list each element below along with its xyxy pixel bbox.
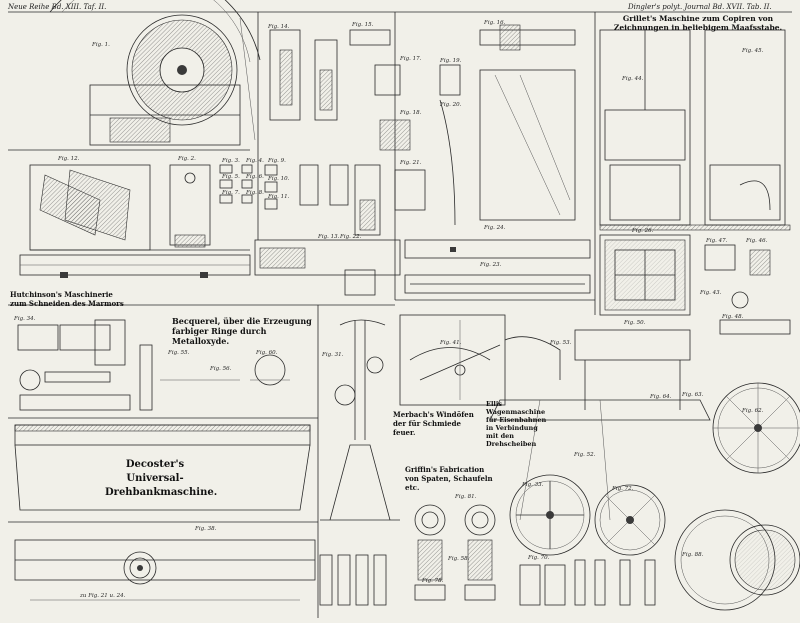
fig-label: Fig. 19. bbox=[440, 58, 462, 64]
fig-label: Fig. 63. bbox=[682, 392, 704, 398]
fig-label: Fig. 81. bbox=[455, 494, 477, 500]
fig-label: Fig. 26. bbox=[632, 228, 654, 234]
fig-label: Fig. 2. bbox=[178, 156, 196, 162]
fig-label: Fig. 22. bbox=[340, 234, 362, 240]
fig55-fig60-rings bbox=[139, 344, 290, 411]
title-merbach: Merbach's Windöfen der für Schmiede feue… bbox=[393, 410, 474, 437]
fig-label: Fig. 20. bbox=[440, 102, 462, 108]
fig-label: Fig. 3. bbox=[222, 158, 240, 164]
header-right: Dingler's polyt. Journal Bd. XVII. Tab. … bbox=[628, 3, 772, 11]
fig-label: Fig. 41. bbox=[440, 340, 462, 346]
fig-label: Fig. 50. bbox=[624, 320, 646, 326]
fig38-lathe-side bbox=[14, 539, 316, 601]
fig12-marble-saw bbox=[19, 164, 251, 278]
fig-label: Fig. 43. bbox=[700, 290, 722, 296]
fig-label: Fig. 15. bbox=[352, 22, 374, 28]
fig-label: Fig. 52. bbox=[574, 452, 596, 458]
fig-label: Fig. 44. bbox=[622, 76, 644, 82]
fig78-griffin-shovels bbox=[414, 504, 496, 601]
fig-label: Fig. 45. bbox=[742, 48, 764, 54]
fig-label: Fig. 31. bbox=[322, 352, 344, 358]
fig-label: Fig. 38. bbox=[195, 526, 217, 532]
fig-label: Fig. 78. bbox=[422, 578, 444, 584]
fig-label: Fig. 14. bbox=[268, 24, 290, 30]
fig-label: Fig. 18. bbox=[400, 110, 422, 116]
fig-label: Fig. 58. bbox=[448, 556, 470, 562]
fig-label: Fig. 21. bbox=[400, 160, 422, 166]
fig-label: Fig. 33. bbox=[522, 482, 544, 488]
title-ellis: Ellis Wagenmaschine für Eisenbahnen in V… bbox=[486, 400, 547, 448]
fig-label: Fig. 13. bbox=[318, 234, 340, 240]
title-hutchinson: Hutchinson's Maschinerie zum Schneiden d… bbox=[10, 290, 124, 308]
fig-label: Fig. 9. bbox=[268, 158, 286, 164]
fig1-grinding-wheel bbox=[49, 0, 261, 146]
fig70-wheel bbox=[509, 474, 591, 556]
fig33-decoster-bed bbox=[14, 424, 311, 511]
fig-label: Fig. 72. bbox=[612, 486, 634, 492]
fig72-wheel bbox=[594, 484, 666, 556]
fig47-fig48-details bbox=[704, 244, 791, 335]
fig46-frame-plan bbox=[599, 234, 691, 316]
fig-label: Fig. 64. bbox=[650, 394, 672, 400]
fig63-big-wheel bbox=[712, 382, 800, 474]
fig-label: Fig. 5. bbox=[222, 174, 240, 180]
fig-label: Fig. 1. bbox=[92, 42, 110, 48]
fig-label: Fig. 10. bbox=[268, 176, 290, 182]
fig-label: Fig. 55. bbox=[168, 350, 190, 356]
fig-label: Fig. 88. bbox=[682, 552, 704, 558]
fig-label: Fig. 8. bbox=[246, 190, 264, 196]
figs41-43-small bbox=[17, 319, 131, 411]
fig-label: Fig. 24. bbox=[484, 225, 506, 231]
fig-label: Fig. 53. bbox=[550, 340, 572, 346]
fig-label: Fig. 7. bbox=[222, 190, 240, 196]
fig2-column bbox=[169, 164, 211, 248]
fig-label: Fig. 6. bbox=[246, 174, 264, 180]
fig44-grillet-frame bbox=[599, 29, 791, 231]
fig-label: Fig. 23. bbox=[480, 262, 502, 268]
fig53-ellis-beams bbox=[489, 399, 711, 521]
fig-label: Fig. 17. bbox=[400, 56, 422, 62]
fig-label: Fig. 48. bbox=[722, 314, 744, 320]
fig-label: Fig. 62. bbox=[742, 408, 764, 414]
panel-rules bbox=[8, 11, 792, 618]
title-becquerel: Becquerel, über die Erzeugung farbiger R… bbox=[172, 316, 312, 346]
fig58-shovel-blanks bbox=[319, 554, 656, 606]
fig15-fig20-parts bbox=[349, 29, 461, 226]
fig81-fig88-wheels bbox=[674, 509, 800, 611]
title-decoster: Decoster's Universal-Drehbankmaschine. bbox=[105, 459, 218, 498]
fig-label: Fig. 46. bbox=[746, 238, 768, 244]
title-griffin: Griffin's Fabrication von Spaten, Schauf… bbox=[405, 465, 493, 492]
fig-label: Fig. 16. bbox=[484, 20, 506, 26]
fig-label: Fig. 60. bbox=[256, 350, 278, 356]
fig52-turntable bbox=[504, 329, 691, 410]
title-grillet: Grillet's Maschine zum Copiren von Zeich… bbox=[613, 14, 783, 32]
fig16-fig17-tool bbox=[479, 24, 576, 221]
fig-label: Fig. 70. bbox=[528, 555, 550, 561]
fig31-drill-stand bbox=[320, 319, 400, 521]
fig41-merbach-fan bbox=[399, 314, 506, 406]
fig14-pump bbox=[269, 29, 381, 236]
fig-label: Fig. 56. bbox=[210, 366, 232, 372]
header-left: Neue Reihe Bd. XIII. Taf. II. bbox=[8, 3, 107, 11]
scale-note: zu Fig. 21 u. 24. bbox=[80, 593, 126, 599]
fig-label: Fig. 12. bbox=[58, 156, 80, 162]
fig-label: Fig. 11. bbox=[268, 194, 290, 200]
fig-label: Fig. 47. bbox=[706, 238, 728, 244]
fig-label: Fig. 4. bbox=[246, 158, 264, 164]
fig23-long-rail bbox=[254, 239, 591, 296]
figs3-11-details bbox=[219, 164, 278, 210]
fig-label: Fig. 34. bbox=[14, 316, 36, 322]
